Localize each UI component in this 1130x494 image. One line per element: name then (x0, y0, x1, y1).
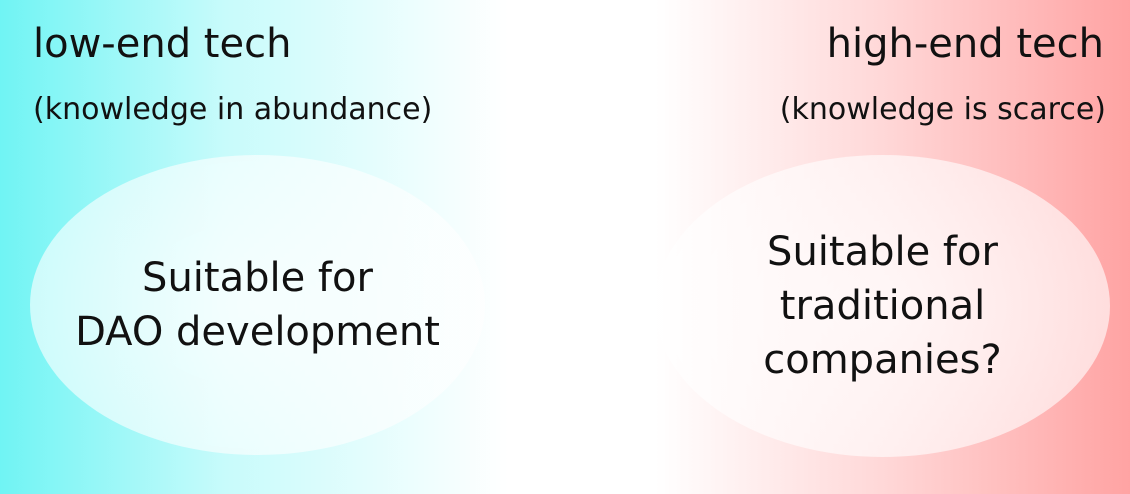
traditional-companies-bubble: Suitable for traditional companies? (655, 155, 1110, 457)
high-end-tech-subheading: (knowledge is scarce) (779, 92, 1106, 127)
low-end-tech-heading: low-end tech (33, 21, 292, 67)
bubble-line: DAO development (75, 309, 440, 355)
bubble-line: Suitable for (767, 229, 998, 275)
bubble-line: Suitable for (142, 255, 373, 301)
traditional-companies-bubble-text: Suitable for traditional companies? (763, 225, 1001, 387)
high-end-tech-heading: high-end tech (826, 21, 1104, 67)
bubble-line: traditional (779, 283, 986, 329)
dao-development-bubble-text: Suitable for DAO development (75, 251, 440, 359)
low-end-tech-subheading: (knowledge in abundance) (33, 92, 433, 127)
bubble-line: companies? (763, 337, 1002, 383)
dao-development-bubble: Suitable for DAO development (30, 155, 485, 455)
